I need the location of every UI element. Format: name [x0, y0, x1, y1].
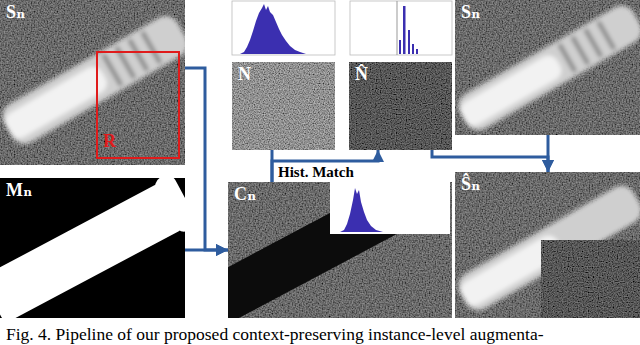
object-highlight [1, 63, 110, 142]
panel-label: N̂ [355, 65, 368, 85]
image-panel: Ŝₙ [455, 172, 640, 318]
histogram-inset [330, 182, 450, 234]
image-panel: Sₙ [455, 0, 640, 135]
mask-panel [0, 172, 199, 327]
flow-arrow [272, 150, 378, 182]
flow-arrow [547, 135, 550, 172]
object-body [453, 1, 640, 136]
flow-arrow [185, 68, 228, 250]
histogram-frame [350, 1, 452, 55]
edge-label: Hist. Match [278, 164, 354, 181]
image-panel: N̂ [349, 62, 452, 150]
instance-object [453, 1, 640, 136]
context-panel [206, 182, 452, 323]
histogram-frame [232, 1, 335, 55]
histogram-axis [397, 1, 398, 55]
image-panel: Sₙ [0, 0, 185, 165]
region-label: R [103, 132, 116, 152]
figure-caption: Fig. 4. Pipeline of our proposed context… [6, 324, 543, 345]
noise-ground [232, 62, 335, 150]
histogram [240, 4, 306, 54]
image-panel [453, 0, 640, 135]
region-box [97, 52, 179, 158]
histogram-bar [399, 40, 401, 54]
object-texture [559, 22, 614, 72]
panel-label: N [238, 65, 251, 85]
histogram-bar [412, 44, 414, 54]
noise-panel [349, 62, 452, 150]
panel-label: Sₙ [461, 3, 480, 23]
augmented-panel [453, 172, 640, 318]
image-panel: Mₙ [0, 178, 185, 318]
panel-label: Sₙ [6, 3, 25, 23]
replaced-region [541, 240, 640, 318]
flow-arrow [432, 150, 548, 172]
object-texture [103, 32, 160, 86]
object-highlight [457, 52, 565, 130]
panel-label: Cₙ [234, 185, 256, 205]
noise-panel [232, 62, 335, 150]
panel-label: Mₙ [6, 181, 32, 201]
histogram [340, 188, 383, 232]
image-panel [0, 0, 193, 165]
histogram-bar [416, 49, 418, 54]
histogram-bar [408, 30, 410, 54]
image-panel: Cₙ [228, 182, 452, 318]
flow-arrow [185, 249, 228, 252]
noise-patch [541, 240, 640, 318]
image-panel: N [232, 62, 335, 150]
mask-body [0, 182, 186, 324]
mask-shape [0, 172, 199, 327]
histogram-bar [403, 6, 406, 54]
mask-tip [152, 172, 200, 235]
panel-label: Ŝₙ [461, 175, 480, 195]
noise-ground [349, 62, 452, 150]
